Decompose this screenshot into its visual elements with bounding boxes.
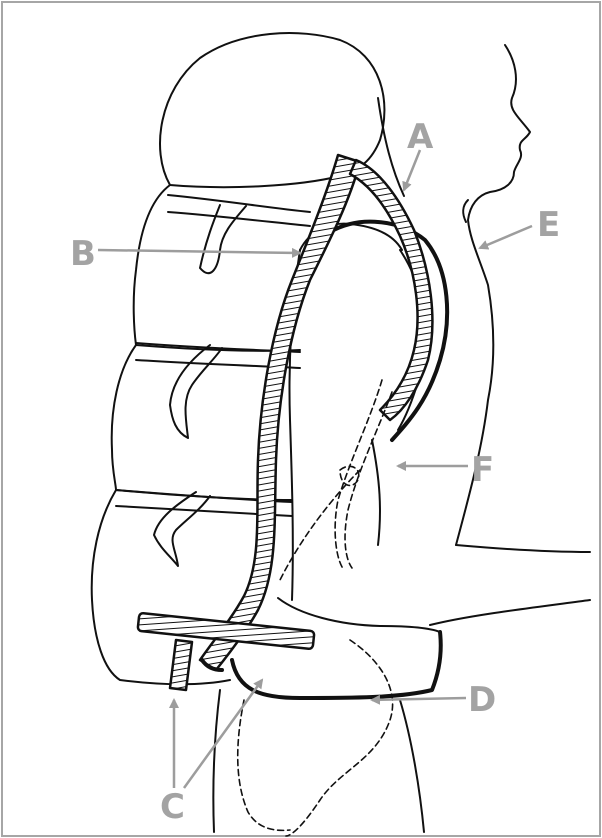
leader-c2 — [184, 680, 262, 788]
arm-crease — [372, 440, 380, 545]
label-e: E — [537, 205, 560, 245]
harness-strap — [200, 155, 360, 670]
tie-loop-2 — [170, 345, 222, 438]
hip-line — [213, 690, 220, 832]
tie-loop-3 — [154, 492, 210, 566]
belt-buckle-tab — [170, 640, 192, 690]
label-a: A — [407, 117, 434, 157]
vest-chamber-1 — [134, 185, 300, 351]
vest-lower-panel — [278, 598, 440, 632]
label-c: C — [160, 787, 185, 827]
label-d: D — [468, 680, 496, 720]
arm-upper — [456, 545, 590, 552]
leader-b — [98, 250, 300, 253]
label-b: B — [70, 234, 96, 274]
leader-d — [372, 698, 466, 700]
chamber-strap-1 — [168, 195, 310, 226]
shoulder-webbing — [350, 160, 432, 420]
leader-e — [480, 226, 532, 248]
arm-lower — [430, 600, 590, 625]
label-f: F — [471, 450, 494, 490]
leg-front — [400, 700, 424, 832]
